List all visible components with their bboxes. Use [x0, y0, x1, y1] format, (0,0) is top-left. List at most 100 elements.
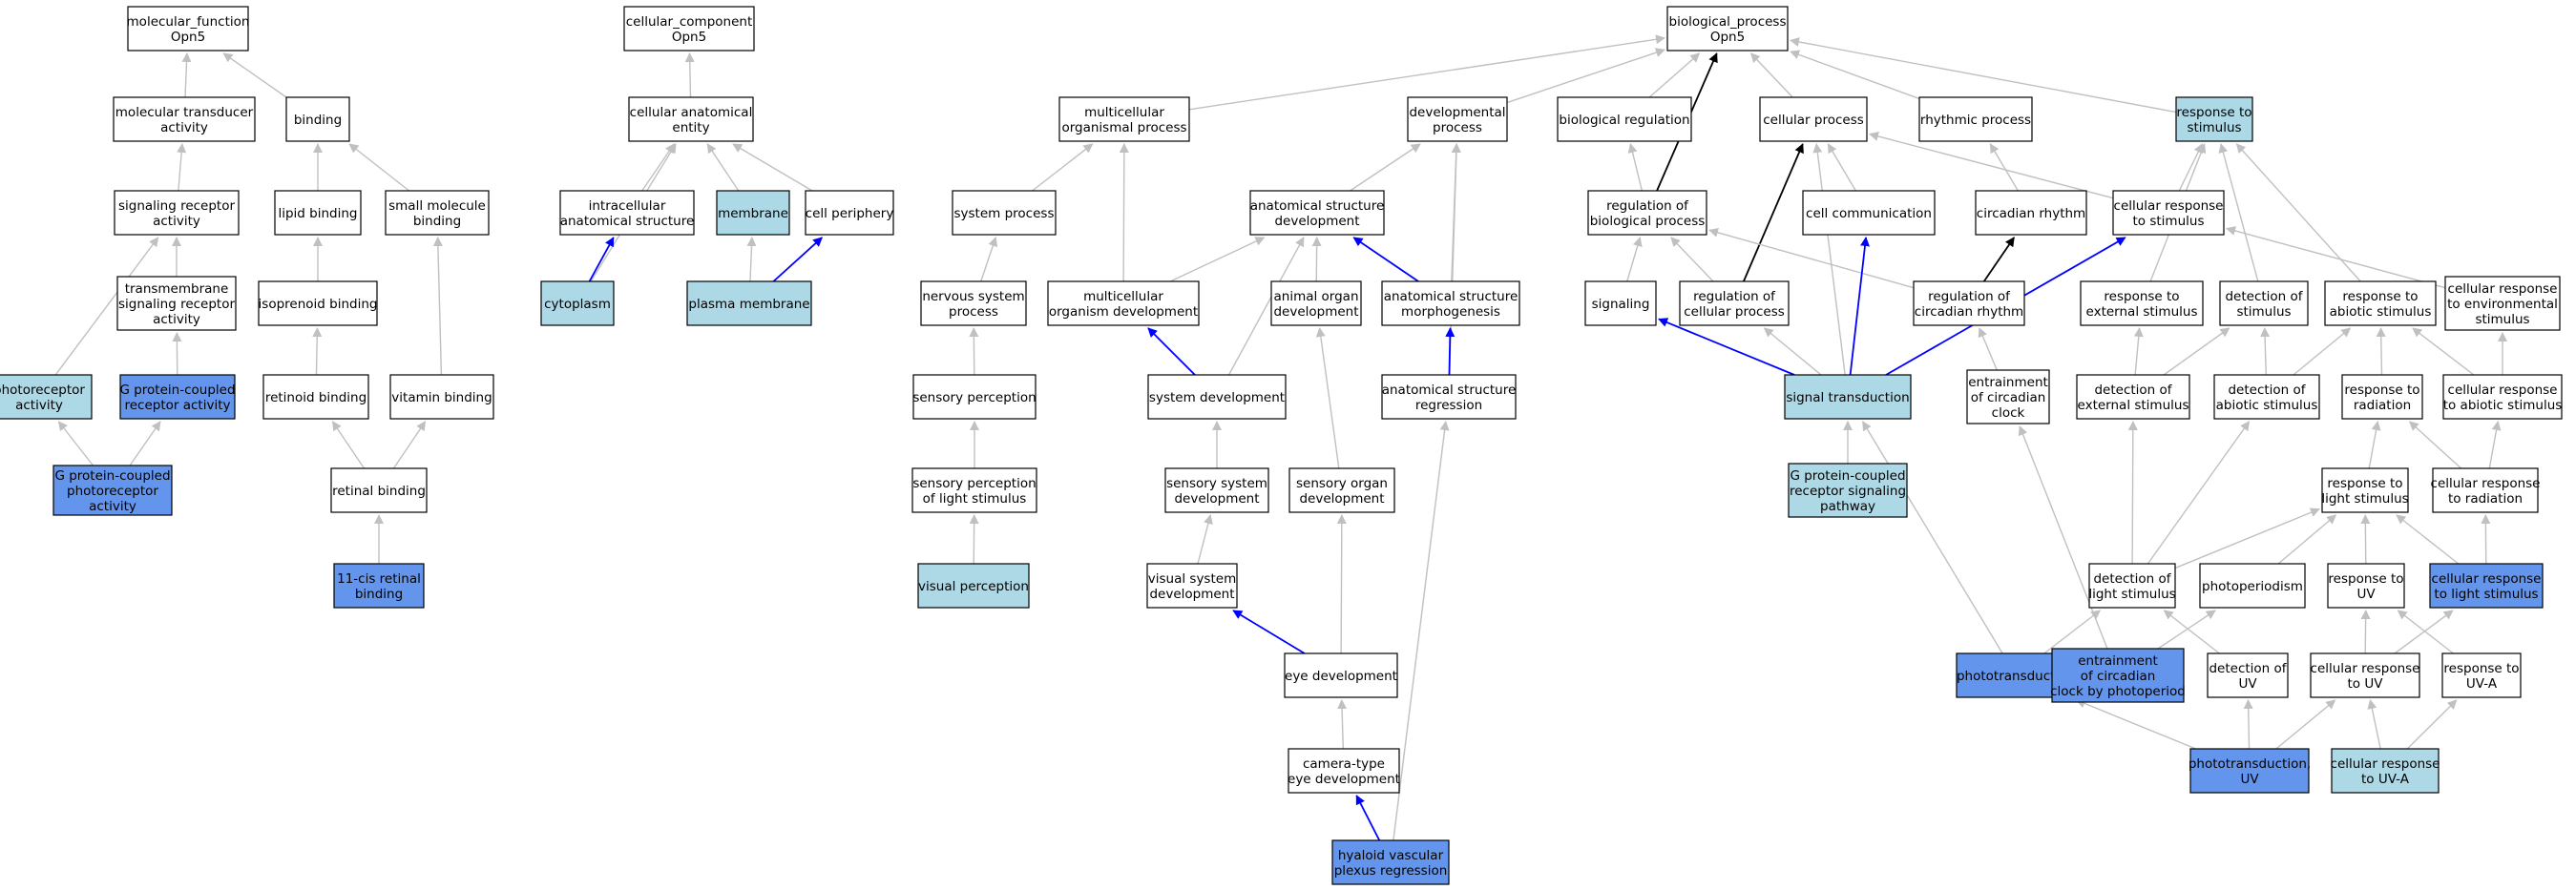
edge-rtr-to-ras — [2376, 327, 2386, 376]
node-box — [2051, 648, 2185, 703]
edge-retb-to-isob — [312, 327, 323, 376]
node-label: organismal process — [1061, 120, 1186, 135]
node-box — [1584, 280, 1657, 326]
node-label: anatomical structure — [560, 214, 695, 229]
node-label: eye development — [1288, 772, 1400, 787]
edge-phototrans-to-sigtrans — [1862, 421, 2003, 654]
node-label: stimulus — [2187, 120, 2241, 135]
node-label: cell periphery — [806, 206, 894, 221]
node-label: retinal binding — [332, 484, 426, 499]
node-label: transmembrane — [125, 281, 229, 297]
edge-asr-to-asm — [1445, 327, 1456, 376]
edge-nsp-to-sysp — [980, 237, 998, 282]
node-label: circadian rhythm — [1977, 206, 2085, 221]
node-label: G protein-coupled — [1790, 468, 1905, 484]
node-box — [274, 190, 362, 236]
node-box — [262, 374, 369, 420]
node-box — [686, 280, 812, 326]
node-box — [1587, 190, 1707, 236]
node-label: cellular response — [2432, 571, 2542, 587]
node-label: binding — [294, 113, 342, 128]
node-box — [628, 96, 754, 142]
node-box — [2199, 563, 2306, 609]
node-label: clock by photoperiod — [2050, 684, 2186, 699]
node-label: organism development — [1049, 304, 1198, 320]
edge-layer — [54, 34, 2507, 841]
node-sperc: sensory perception — [912, 374, 1037, 420]
edge-rbp-to-bioreg — [1627, 143, 1644, 192]
edge-sysp-to-mop — [1032, 143, 1094, 192]
node-label: biological_process — [1669, 14, 1787, 30]
node-label: regulation of — [1693, 289, 1776, 304]
node-label: cell communication — [1806, 206, 1932, 221]
node-label: membrane — [718, 206, 788, 221]
node-label: small molecule — [388, 198, 486, 214]
node-box — [1913, 280, 2025, 326]
edge-eccp-to-photoper — [2157, 610, 2216, 650]
node-label: response to — [2328, 571, 2403, 587]
node-label: multicellular — [1083, 289, 1163, 304]
node-box — [1918, 96, 2033, 142]
edge-crls-to-rls — [2396, 514, 2460, 565]
edge-des-to-res — [2133, 327, 2144, 376]
node-rhythm: rhythmic process — [1918, 96, 2033, 142]
node-label: activity — [15, 398, 63, 413]
edge-cruva-to-cruv — [2367, 699, 2381, 750]
node-box — [1284, 652, 1398, 698]
node-label: detection of — [2209, 661, 2287, 676]
node-label: activity — [160, 120, 208, 135]
node-box — [2310, 652, 2420, 698]
node-box — [559, 190, 695, 236]
node-label: cytoplasm — [544, 297, 611, 312]
node-label: to light stimulus — [2434, 587, 2538, 602]
node-box — [912, 374, 1037, 420]
node-circ: circadian rhythm — [1975, 190, 2087, 236]
edge-dls-to-rls — [2174, 507, 2320, 569]
edge-rcr-to-rbp — [1708, 227, 1915, 289]
node-label: to stimulus — [2133, 214, 2205, 229]
node-label: response to — [2327, 476, 2402, 491]
node-vitb: vitamin binding — [389, 374, 494, 420]
node-box — [1331, 839, 1450, 885]
node-box — [1288, 748, 1400, 794]
node-label: to abiotic stimulus — [2443, 398, 2563, 413]
node-label: circadian rhythm — [1915, 304, 2023, 320]
node-label: detection of — [2093, 571, 2171, 587]
edge-retinalb-to-vitb — [392, 421, 427, 469]
edge-dls-to-des — [2127, 421, 2138, 565]
node-box — [716, 190, 790, 236]
edge-mta-to-mf — [181, 52, 192, 98]
node-label: entrainment — [2078, 653, 2158, 669]
node-label: response to — [2342, 289, 2418, 304]
node-label: abiotic stimulus — [2216, 398, 2318, 413]
node-box — [920, 280, 1027, 326]
node-cellp: cellular process — [1759, 96, 1868, 142]
node-box — [1407, 96, 1508, 142]
edge-mod-to-asd — [1169, 237, 1266, 282]
node-label: cellular anatomical — [630, 105, 753, 120]
edge-sysdev-to-asd — [1227, 237, 1305, 376]
node-box — [2207, 652, 2289, 698]
node-label: rhythmic process — [1920, 113, 2031, 128]
node-label: radiation — [2354, 398, 2411, 413]
edge-eyedev-to-vsd — [1232, 610, 1306, 654]
node-box — [2444, 276, 2561, 331]
node-label: development — [1174, 491, 1259, 507]
